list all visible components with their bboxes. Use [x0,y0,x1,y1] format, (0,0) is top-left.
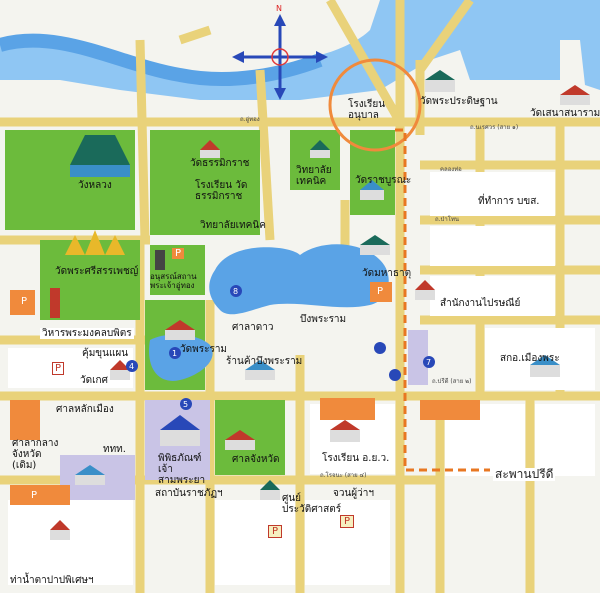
institution-areas [60,330,428,500]
label-phiphitthaphan: พิพิธภัณฑ์ เจ้าสามพระยา [158,453,206,486]
road-label-u-thong: ถ.อู่ทอง [240,116,260,123]
circle-marker-5: 5 [183,400,189,409]
label-wat-mahathat: วัดมหาธาตุ [362,268,412,279]
circle-marker-1: 1 [172,349,178,358]
label-phinit-ratchada: ท่าน้ำตาปาปพิเศษฯ [10,575,94,586]
label-post-office: สำนักงานไปรษณีย์ [440,298,521,309]
parking-icon: P [52,362,65,375]
circle-marker-7: 7 [426,358,432,367]
road-label-naresuan: ถ.นเรศวร (สาย ๑) [470,124,519,131]
road-label-pa-thon: ถ.ป่าโทน [435,216,459,223]
parking-icon: P [374,286,387,297]
label-school-ayutthaya: โรงเรียน อ.ย.ว. [322,453,390,464]
circle-marker-8: 8 [233,287,239,296]
compass-north-label: N [276,4,282,13]
label-sala-lak-mueang: ศาลหลักเมือง [56,404,114,415]
label-school-thammikarat: โรงเรียน วัดธรรมิกราช [195,180,248,202]
lake-bueng-phra-ram [209,244,389,315]
label-monument: อนุสรณ์สถาน พระเจ้าอู่ทอง [150,272,197,290]
orange-zones [10,282,480,505]
label-witthayalai-technic: วิทยาลัยเทคนิค [200,220,266,231]
road-label-khlong: คลองท่อ [440,166,462,173]
label-wat-prasat: วัดพระประดิษฐาน [420,96,498,107]
label-sokho-mueang: สกอ.เมืองพระ [500,353,560,364]
label-sala-changwat-old: ศาลากลาง จังหวัด (เดิม) [12,438,59,471]
label-bueng-phra-ram: บึงพระราม [300,314,347,325]
label-school-anuban: โรงเรียน อนุบาล [348,99,386,121]
label-wat-ket: วัดเกศ [80,375,108,386]
highlight-circle [328,58,422,152]
label-wang-luang: วังหลวง [78,180,112,191]
label-khun-paen: คุ้มขุนแผน [80,348,131,359]
label-tat: ททท. [103,444,126,455]
label-wat-phra-ram: วัดพระราม [180,344,228,355]
label-art-center: สถาบันราชภัฏฯ [155,488,223,499]
route-line [395,128,490,472]
label-sala-aw: ศาลาดาว [232,322,274,333]
road-label-pridi-2: ถ.ปรีดี (สาย ๒) [432,378,472,385]
parking-icon: P [28,490,41,501]
building-icons [50,70,590,540]
road-label-rochana: ถ.โรจนะ (สาย ๔) [320,472,367,479]
label-witthayalai: วิทยาลัยเทคนิค [296,165,332,187]
label-vihara: วิหารพระมงคลบพิตร [40,328,134,339]
label-bueng-phra-ram-shop: ร้านค้าบึงพระราม [226,356,303,367]
label-police-office: ที่ทำการ บขส. [478,196,540,207]
parking-icon: P [172,248,185,259]
label-sala-changwat: ศาลจังหวัด [232,454,280,465]
compass-icon [232,14,328,100]
label-wat-ratchaburana: วัดราชบูรณะ [355,175,412,186]
pond [149,334,213,381]
label-saphan-pridi: สะพานปรีดี [493,467,556,481]
circle-marker-4: 4 [129,362,135,371]
parking-icon: P [340,515,355,528]
parking-icon: P [18,296,31,307]
circle-markers [126,285,435,410]
label-study-center: ศูนย์ ประวัติศาสตร์ [282,493,342,515]
label-wat-phra-sri-sanphet: วัดพระศรีสรรเพชญ์ [55,266,139,277]
label-wat-thammikarat: วัดธรรมิกราช [190,158,250,169]
label-chao-phrom: จวนผู้ว่าฯ [333,488,375,499]
parking-icon: P [268,525,283,538]
label-wat-senasanaram: วัดเสนาสนาราม [530,108,600,119]
